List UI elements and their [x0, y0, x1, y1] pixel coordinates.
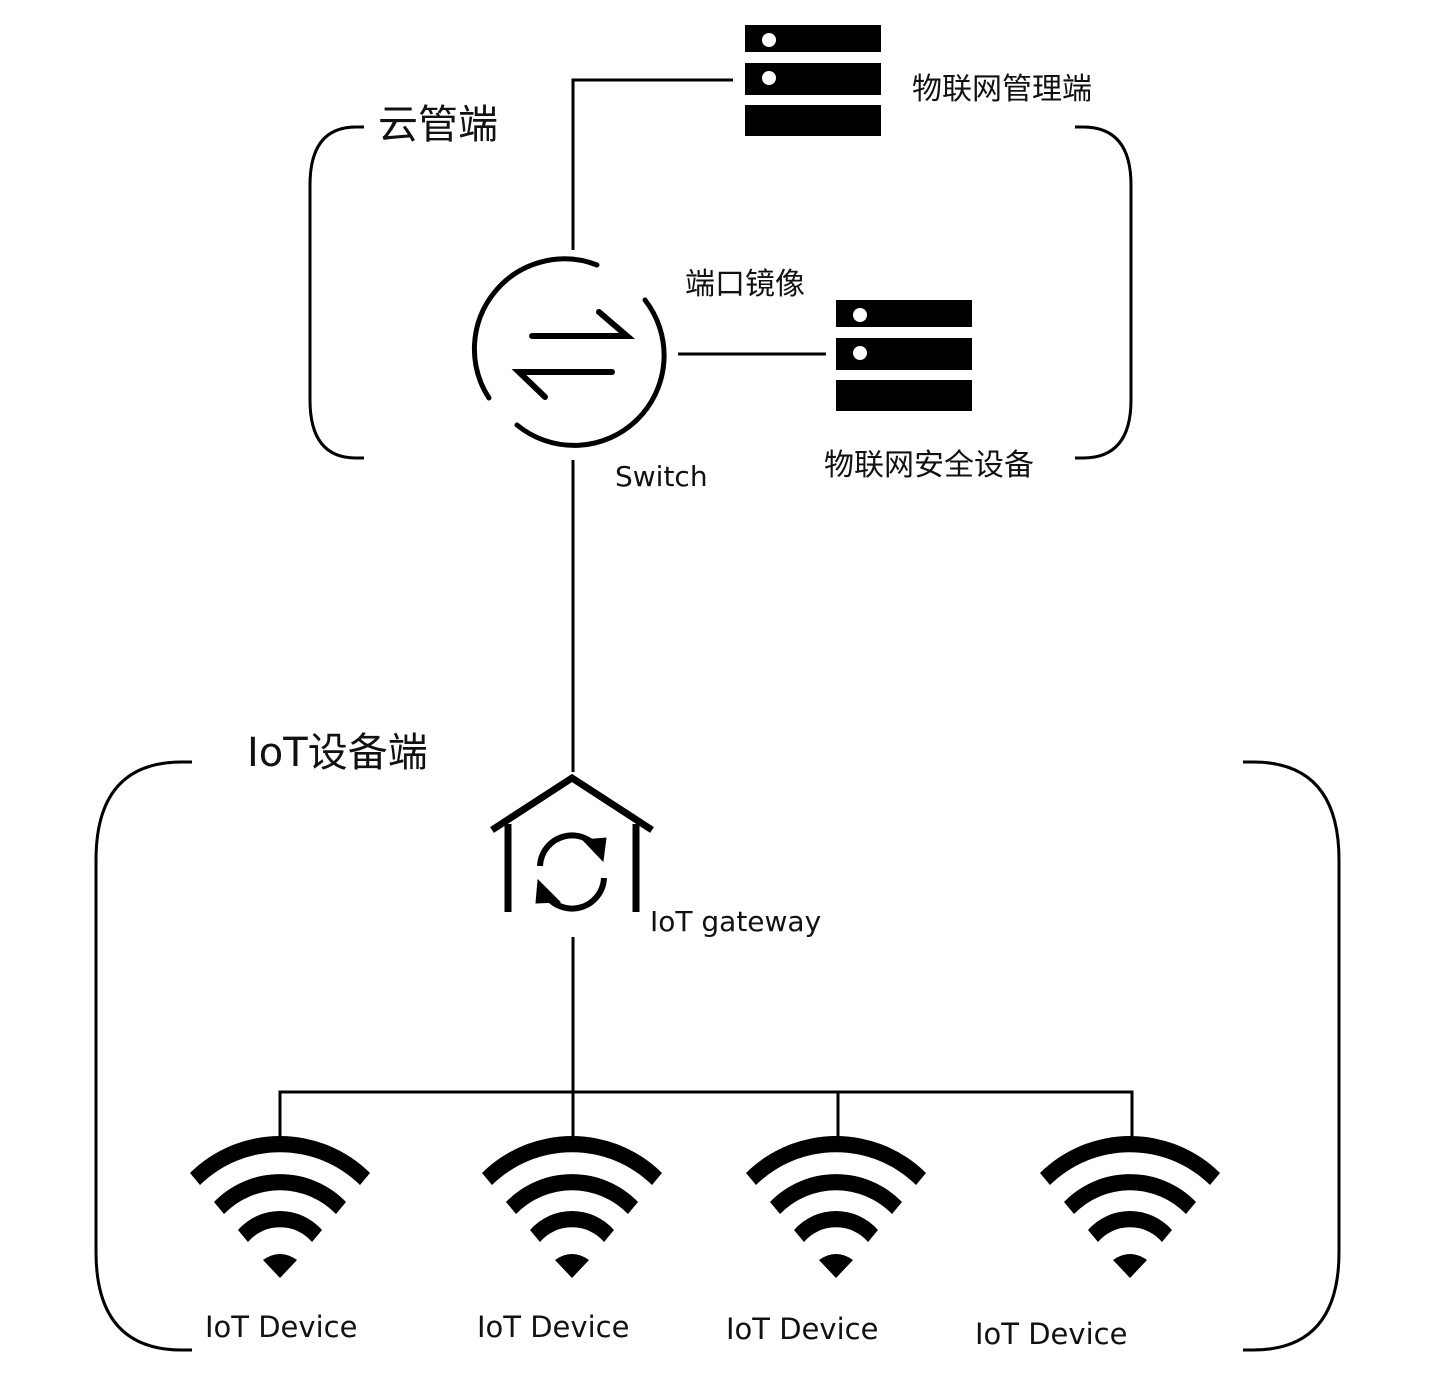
device-label: IoT Device: [975, 1317, 1127, 1351]
management-server-icon: [745, 25, 881, 136]
wifi-icon: [746, 1136, 926, 1278]
device-label: IoT Device: [477, 1310, 629, 1344]
device-bracket-left: [94, 760, 192, 1352]
gateway-label: IoT gateway: [650, 905, 821, 938]
port-mirror-label: 端口镜像: [685, 267, 805, 302]
cloud-bracket-right: [1075, 125, 1133, 460]
switch-to-management-line: [571, 78, 733, 250]
security-device-server-icon: [836, 300, 972, 411]
device-label: IoT Device: [205, 1310, 357, 1344]
wifi-icon: [1040, 1136, 1220, 1278]
switch-icon: [471, 256, 667, 448]
cloud-bracket-left: [308, 125, 364, 460]
device-section-title: IoT设备端: [247, 730, 428, 776]
connection-lines: [278, 78, 1134, 1138]
wifi-icon: [190, 1136, 370, 1278]
device-label: IoT Device: [726, 1312, 878, 1346]
wifi-icon: [482, 1136, 662, 1278]
device-bus-line: [278, 1090, 1134, 1138]
gateway-house-icon: [490, 773, 654, 912]
cloud-section-title: 云管端: [378, 102, 498, 148]
security-device-label: 物联网安全设备: [824, 448, 1034, 483]
management-server-label: 物联网管理端: [912, 72, 1092, 107]
switch-label: Switch: [615, 460, 708, 493]
device-bracket-right: [1243, 760, 1341, 1352]
